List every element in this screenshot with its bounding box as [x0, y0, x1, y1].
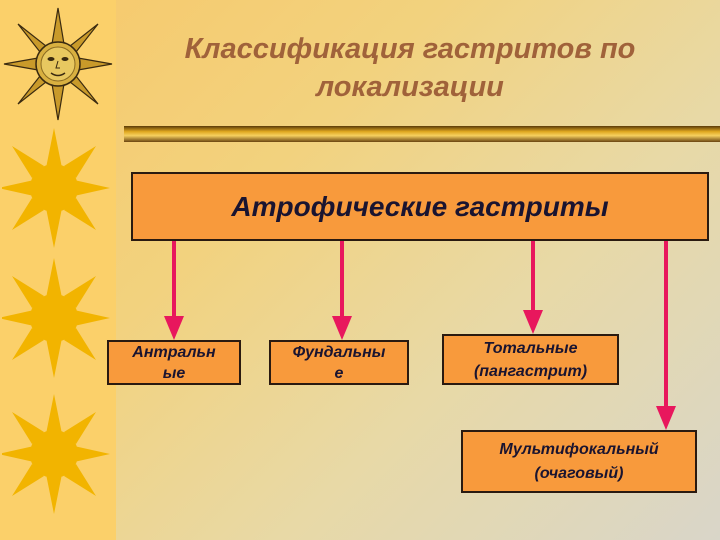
- fundal-label-line-2: е: [334, 364, 344, 382]
- face-sun-icon: [3, 7, 113, 121]
- title-divider: [124, 126, 720, 142]
- multifocal-box: Мультифокальный (очаговый): [461, 430, 697, 493]
- antral-label-line-1: Антральн: [132, 343, 216, 361]
- slide-title-line-2: локализации: [316, 71, 504, 103]
- slide-title-line-1: Классификация гастритов по: [184, 33, 636, 65]
- sun-icon: [2, 258, 110, 378]
- antral-label-line-2: ые: [162, 364, 186, 382]
- arrowhead-total: [523, 310, 543, 334]
- fundal-label-line-1: Фундальны: [292, 343, 386, 361]
- atrophic-gastritis-box: Атрофические гастриты: [131, 172, 709, 241]
- sun-icon: [2, 128, 110, 248]
- arrowhead-antral: [164, 316, 184, 340]
- total-label-line-1: Тотальные: [483, 339, 578, 357]
- total-label-line-2: (пангастрит): [473, 362, 588, 380]
- total-box: Тотальные (пангастрит): [442, 334, 619, 385]
- slide-title: Классификация гастритов по локализации: [130, 30, 690, 106]
- fundal-box: Фундальны е: [269, 340, 409, 385]
- atrophic-gastritis-label: Атрофические гастриты: [231, 190, 609, 222]
- arrowhead-fundal: [332, 316, 352, 340]
- multifocal-label-line-2: (очаговый): [534, 464, 624, 482]
- sun-icon: [2, 394, 110, 514]
- multifocal-label-line-1: Мультифокальный: [499, 440, 659, 458]
- antral-box: Антральн ые: [107, 340, 241, 385]
- arrowhead-multifocal: [656, 406, 676, 430]
